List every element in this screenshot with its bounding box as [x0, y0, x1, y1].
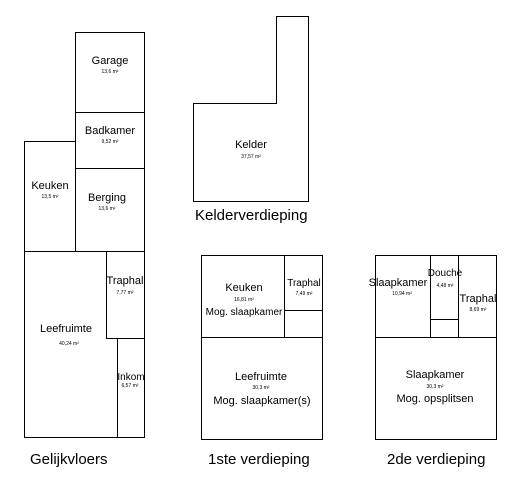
- inkom-room: [117, 338, 145, 438]
- second-floor-plan: [375, 255, 497, 440]
- traphal-label: Traphal: [107, 275, 144, 287]
- ground-floor-plan: [24, 32, 145, 438]
- keuken-label: Keuken: [31, 180, 68, 192]
- badkamer-label: Badkamer: [85, 125, 135, 137]
- kelder-label: Kelder: [235, 139, 267, 151]
- second-floor-caption: 2de verdieping: [387, 451, 486, 468]
- first-leefruimte-room: [201, 337, 323, 440]
- berging-area: 13,6 m²: [99, 206, 116, 212]
- second-slaapkamer-large-room: [375, 337, 497, 440]
- first-leefruimte-area: 30,3 m²: [253, 385, 270, 391]
- badkamer-area: 9,52 m²: [102, 139, 119, 145]
- second-slaapkamer-large-label: Slaapkamer: [406, 369, 465, 381]
- second-slaapkamer-large-area: 30,3 m²: [427, 384, 444, 390]
- first-floor-caption: 1ste verdieping: [208, 451, 310, 468]
- basement-caption: Kelderverdieping: [195, 207, 308, 224]
- traphal-area: 7,77 m²: [117, 290, 134, 296]
- leefruimte-area: 40,24 m²: [59, 341, 79, 347]
- keuken-area: 13,5 m²: [42, 194, 59, 200]
- first-traphal-area: 7,49 m²: [296, 291, 313, 297]
- garage-label: Garage: [92, 55, 129, 67]
- first-keuken-area: 16,81 m²: [234, 297, 254, 303]
- basement-plan: [193, 16, 309, 202]
- second-traphal-label: Traphal: [460, 293, 497, 305]
- second-douche-label: Douche: [428, 268, 463, 279]
- kelder-room: [193, 16, 309, 202]
- leefruimte-label: Leefruimte: [40, 323, 92, 335]
- ground-floor-caption: Gelijkvloers: [30, 451, 108, 468]
- garage-area: 13,6 m²: [102, 69, 119, 75]
- second-douche-area: 4,48 m²: [437, 283, 454, 289]
- second-slaapkamer-small-label: Slaapkamer: [369, 277, 428, 289]
- first-leefruimte-sub: Mog. slaapkamer(s): [213, 395, 310, 407]
- kelder-area: 37,57 m²: [241, 154, 261, 160]
- first-leefruimte-label: Leefruimte: [235, 371, 287, 383]
- berging-label: Berging: [88, 192, 126, 204]
- first-traphal-label: Traphal: [287, 278, 321, 289]
- second-traphal-area: 8,69 m²: [470, 307, 487, 313]
- inkom-label: Inkom: [117, 372, 144, 383]
- first-keuken-label: Keuken: [225, 282, 262, 294]
- second-slaapkamer-large-sub: Mog. opsplitsen: [396, 393, 473, 405]
- first-floor-plan: [201, 255, 323, 440]
- inkom-area: 6,57 m²: [122, 383, 139, 389]
- second-slaapkamer-small-area: 10,94 m²: [392, 291, 412, 297]
- first-keuken-sub: Mog. slaapkamer: [206, 307, 283, 318]
